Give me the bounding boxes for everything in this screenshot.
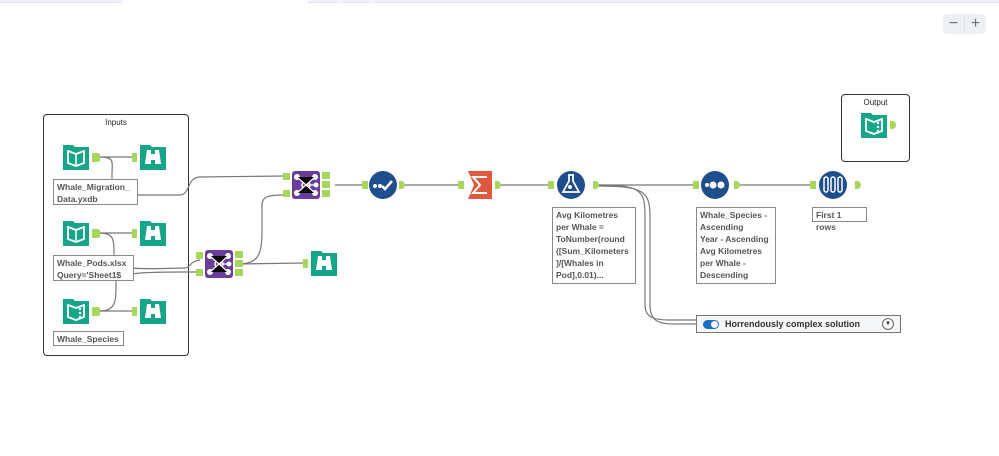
annotation-sort: Whale_Species - Ascending Year - Ascendi…: [696, 207, 776, 284]
browse-3-binoculars-icon[interactable]: [138, 296, 168, 326]
output-anchor[interactable]: [92, 229, 100, 238]
output-container-title: Output: [863, 98, 888, 107]
annotation-migration: Whale_Migration_ Data.yxdb: [53, 179, 138, 205]
connection: [237, 194, 284, 265]
join-2-join-icon[interactable]: [196, 249, 252, 279]
connection: [597, 185, 696, 325]
tab-1[interactable]: [308, 0, 340, 3]
control-container-label: Horrendously complex solution: [725, 319, 861, 329]
zoom-controls: − +: [943, 14, 986, 34]
chevron-down-circle-icon[interactable]: ▼: [882, 318, 894, 330]
output-book-icon[interactable]: [859, 110, 899, 140]
input-anchor[interactable]: [132, 307, 137, 316]
formula-flask-icon[interactable]: [548, 170, 600, 200]
tab-3[interactable]: [373, 0, 500, 3]
input-pods-book-icon[interactable]: [61, 218, 91, 248]
annotation-sample: First 1 rows: [812, 207, 867, 232]
browse-2-binoculars-icon[interactable]: [138, 218, 168, 248]
browse-4-binoculars-icon[interactable]: [309, 248, 339, 278]
sample-tubes-icon[interactable]: [810, 170, 862, 200]
tab-left[interactable]: [0, 0, 122, 3]
annotation-species: Whale_Species: [53, 331, 124, 346]
browse-1-binoculars-icon[interactable]: [138, 142, 168, 172]
connection: [597, 184, 696, 321]
input-migration-book-icon[interactable]: [61, 142, 91, 172]
input-anchor[interactable]: [132, 229, 137, 238]
output-anchor[interactable]: [92, 307, 100, 316]
annotation-pods: Whale_Pods.xlsx Query='Sheet1$: [53, 255, 134, 281]
tab-strip-right: [500, 0, 999, 3]
inputs-container-title: Inputs: [105, 118, 127, 127]
sort-dots-icon[interactable]: [693, 170, 741, 200]
zoom-out-button[interactable]: −: [943, 14, 965, 34]
top-tab-bar: [0, 0, 999, 3]
annotation-formula: Avg Kilometres per Whale = ToNumber(roun…: [552, 207, 636, 284]
output-anchor[interactable]: [92, 153, 100, 162]
connection: [237, 262, 304, 265]
summarize-sigma-icon[interactable]: [458, 170, 502, 200]
input-species-book-icon[interactable]: [61, 296, 91, 326]
input-anchor[interactable]: [303, 259, 308, 268]
control-container[interactable]: Horrendously complex solution ▼: [696, 315, 901, 333]
input-anchor[interactable]: [132, 153, 137, 162]
tab-2[interactable]: [341, 0, 372, 3]
select-check-icon[interactable]: [362, 170, 406, 200]
zoom-in-button[interactable]: +: [970, 15, 981, 32]
control-container-toggle[interactable]: [703, 319, 719, 329]
join-1-join-icon[interactable]: [283, 170, 339, 200]
